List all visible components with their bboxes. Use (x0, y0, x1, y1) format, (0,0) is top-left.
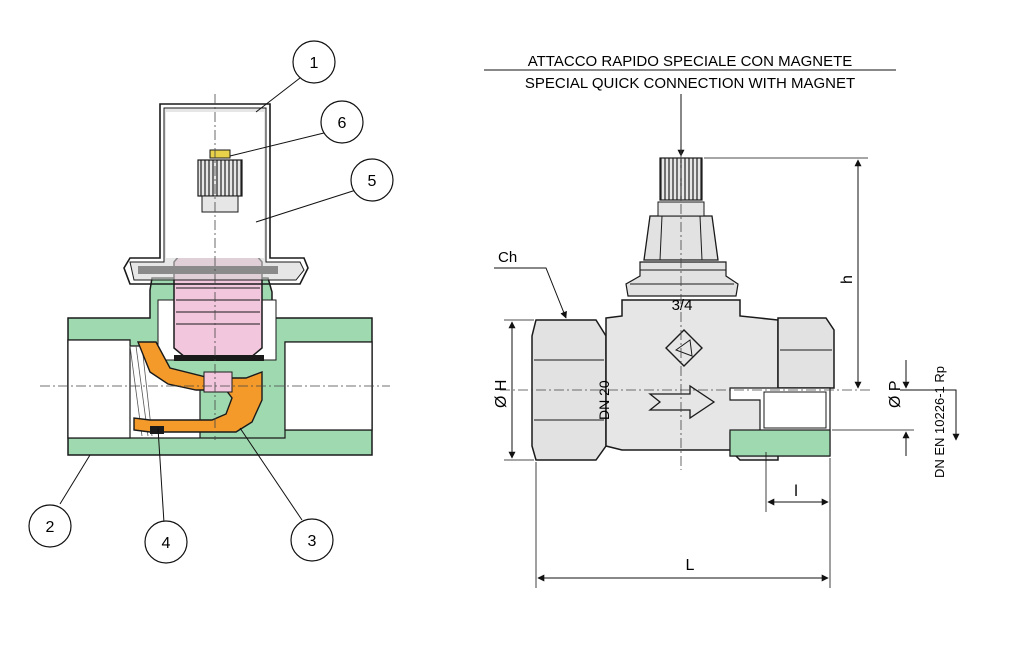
header-english: SPECIAL QUICK CONNECTION WITH MAGNET (525, 75, 855, 92)
dim-ch: Ch (498, 249, 517, 266)
svg-text:5: 5 (368, 173, 377, 190)
header-italian: ATTACCO RAPIDO SPECIALE CON MAGNETE (528, 53, 853, 70)
brand-logo (665, 329, 703, 367)
callout-1: 1 (292, 40, 336, 84)
svg-text:1: 1 (310, 55, 319, 72)
svg-text:4: 4 (162, 535, 171, 552)
dim-op: Ø P (887, 380, 904, 408)
callout-6: 6 (320, 100, 364, 144)
callout-4: 4 (144, 520, 188, 564)
section-view: 1 6 5 2 4 3 (28, 40, 394, 564)
svg-text:3: 3 (308, 533, 317, 550)
size-mark: 3/4 (672, 297, 693, 314)
svg-text:2: 2 (46, 519, 55, 536)
thread-standard: DN EN 10226-1 Rp (932, 366, 947, 478)
dim-l-big: L (686, 557, 695, 574)
dn-mark: DN 20 (596, 380, 612, 420)
dim-h: h (839, 275, 856, 284)
callout-2: 2 (28, 504, 72, 548)
callout-3: 3 (290, 518, 334, 562)
svg-text:6: 6 (338, 115, 347, 132)
dim-oh: Ø H (493, 380, 510, 408)
callout-5: 5 (350, 158, 394, 202)
external-view: ATTACCO RAPIDO SPECIALE CON MAGNETE SPEC… (484, 53, 960, 588)
bracket (123, 103, 309, 285)
dim-l-small: l (794, 483, 798, 500)
